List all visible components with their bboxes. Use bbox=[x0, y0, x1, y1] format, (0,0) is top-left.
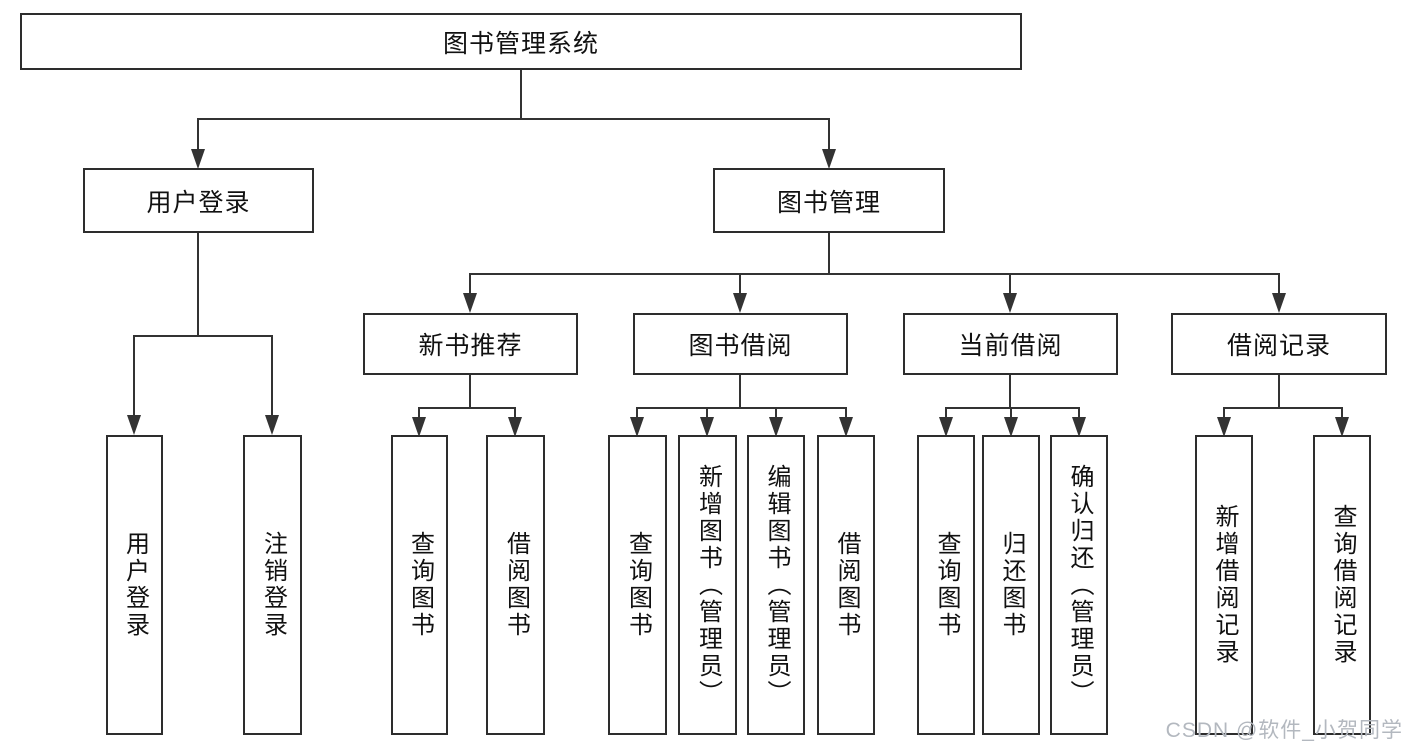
node-leaf-user-login-label: 用户登录 bbox=[121, 531, 149, 639]
connector-br-add-drop bbox=[1223, 407, 1225, 419]
arrow-br-add bbox=[1217, 417, 1231, 437]
node-cb-confirm-return: 确认归还（管理员） bbox=[1050, 435, 1108, 735]
connector-nb-bar bbox=[419, 407, 516, 409]
connector-cb-bar bbox=[946, 407, 1080, 409]
connector-level3-bar bbox=[470, 273, 1280, 275]
node-nb-borrow-books: 借阅图书 bbox=[486, 435, 545, 735]
node-bb-query-books-label: 查询图书 bbox=[624, 531, 652, 639]
connector-br-stub bbox=[1278, 375, 1280, 407]
connector-root-stub bbox=[520, 70, 522, 118]
connector-nb-borrow-drop bbox=[514, 407, 516, 419]
connector-bb-edit-drop bbox=[775, 407, 777, 419]
connector-leaf-login-drop bbox=[133, 335, 135, 417]
node-root-label: 图书管理系统 bbox=[442, 29, 599, 58]
arrow-bb-borrow bbox=[839, 417, 853, 437]
node-new-book-rec: 新书推荐 bbox=[363, 313, 578, 375]
arrow-bb-edit bbox=[769, 417, 783, 437]
node-cb-query-books: 查询图书 bbox=[917, 435, 975, 735]
node-bb-borrow-books: 借阅图书 bbox=[817, 435, 875, 735]
arrow-br-query bbox=[1335, 417, 1349, 437]
connector-bb-bar bbox=[637, 407, 847, 409]
connector-book-mgmt-drop bbox=[828, 118, 830, 152]
node-user-login-label: 用户登录 bbox=[146, 188, 251, 217]
node-br-add-record: 新增借阅记录 bbox=[1195, 435, 1253, 735]
arrow-borrow-records bbox=[1272, 293, 1286, 313]
connector-user-login-stub bbox=[197, 233, 199, 335]
connector-bb-query-drop bbox=[636, 407, 638, 419]
connector-book-borrow-drop bbox=[739, 273, 741, 295]
node-leaf-user-login: 用户登录 bbox=[106, 435, 163, 735]
arrow-nb-query bbox=[412, 417, 426, 437]
node-borrow-records-label: 借阅记录 bbox=[1226, 332, 1331, 360]
connector-br-query-drop bbox=[1341, 407, 1343, 419]
node-br-query-record: 查询借阅记录 bbox=[1313, 435, 1371, 735]
node-book-borrow: 图书借阅 bbox=[633, 313, 848, 375]
arrow-user-login bbox=[191, 149, 205, 169]
arrow-cb-confirm bbox=[1072, 417, 1086, 437]
node-book-mgmt-label: 图书管理 bbox=[776, 188, 881, 217]
connector-new-book-drop bbox=[469, 273, 471, 295]
arrow-book-borrow bbox=[733, 293, 747, 313]
node-new-book-rec-label: 新书推荐 bbox=[418, 332, 523, 360]
arrow-leaf-logout bbox=[265, 415, 279, 435]
node-cb-return-books-label: 归还图书 bbox=[998, 531, 1025, 639]
node-user-login: 用户登录 bbox=[83, 168, 314, 233]
node-cb-confirm-return-label: 确认归还（管理员） bbox=[1066, 463, 1093, 707]
node-borrow-records: 借阅记录 bbox=[1171, 313, 1387, 375]
arrow-nb-borrow bbox=[508, 417, 522, 437]
node-bb-query-books: 查询图书 bbox=[608, 435, 667, 735]
watermark-csdn: CSDN @软件_小贺同学 bbox=[1165, 719, 1403, 742]
node-leaf-logout: 注销登录 bbox=[243, 435, 302, 735]
connector-leaf-logout-drop bbox=[271, 335, 273, 417]
connector-book-mgmt-stub bbox=[828, 233, 830, 273]
connector-cb-return-drop bbox=[1010, 407, 1012, 419]
node-leaf-logout-label: 注销登录 bbox=[259, 531, 287, 639]
arrow-current-borrow bbox=[1003, 293, 1017, 313]
node-book-borrow-label: 图书借阅 bbox=[688, 332, 793, 360]
connector-cb-stub bbox=[1009, 375, 1011, 407]
node-br-query-record-label: 查询借阅记录 bbox=[1329, 504, 1356, 666]
node-book-mgmt: 图书管理 bbox=[713, 168, 945, 233]
connector-level2-bar bbox=[198, 118, 830, 120]
connector-current-borrow-drop bbox=[1009, 273, 1011, 295]
node-bb-borrow-books-label: 借阅图书 bbox=[833, 531, 860, 639]
arrow-cb-return bbox=[1004, 417, 1018, 437]
arrow-book-mgmt bbox=[822, 149, 836, 169]
arrow-bb-add bbox=[700, 417, 714, 437]
connector-cb-query-drop bbox=[945, 407, 947, 419]
node-nb-borrow-books-label: 借阅图书 bbox=[502, 531, 530, 639]
node-root: 图书管理系统 bbox=[20, 13, 1022, 70]
arrow-cb-query bbox=[939, 417, 953, 437]
node-cb-query-books-label: 查询图书 bbox=[933, 531, 960, 639]
node-bb-add-books: 新增图书（管理员） bbox=[678, 435, 737, 735]
arrow-bb-query bbox=[630, 417, 644, 437]
connector-login-group-bar bbox=[134, 335, 273, 337]
connector-nb-query-drop bbox=[418, 407, 420, 419]
arrow-leaf-login bbox=[127, 415, 141, 435]
node-current-borrow-label: 当前借阅 bbox=[958, 332, 1063, 360]
node-br-add-record-label: 新增借阅记录 bbox=[1211, 504, 1238, 666]
connector-borrow-records-drop bbox=[1278, 273, 1280, 295]
node-bb-edit-books: 编辑图书（管理员） bbox=[747, 435, 805, 735]
node-current-borrow: 当前借阅 bbox=[903, 313, 1118, 375]
connector-bb-borrow-drop bbox=[845, 407, 847, 419]
connector-cb-confirm-drop bbox=[1078, 407, 1080, 419]
connector-user-login-drop bbox=[197, 118, 199, 152]
node-bb-add-books-label: 新增图书（管理员） bbox=[694, 463, 722, 707]
connector-bb-stub bbox=[739, 375, 741, 407]
connector-bb-add-drop bbox=[706, 407, 708, 419]
node-bb-edit-books-label: 编辑图书（管理员） bbox=[763, 463, 790, 707]
connector-nb-stub bbox=[469, 375, 471, 407]
node-nb-query-books-label: 查询图书 bbox=[406, 531, 434, 639]
arrow-new-book bbox=[463, 293, 477, 313]
connector-br-bar bbox=[1224, 407, 1343, 409]
node-cb-return-books: 归还图书 bbox=[982, 435, 1040, 735]
node-nb-query-books: 查询图书 bbox=[391, 435, 448, 735]
